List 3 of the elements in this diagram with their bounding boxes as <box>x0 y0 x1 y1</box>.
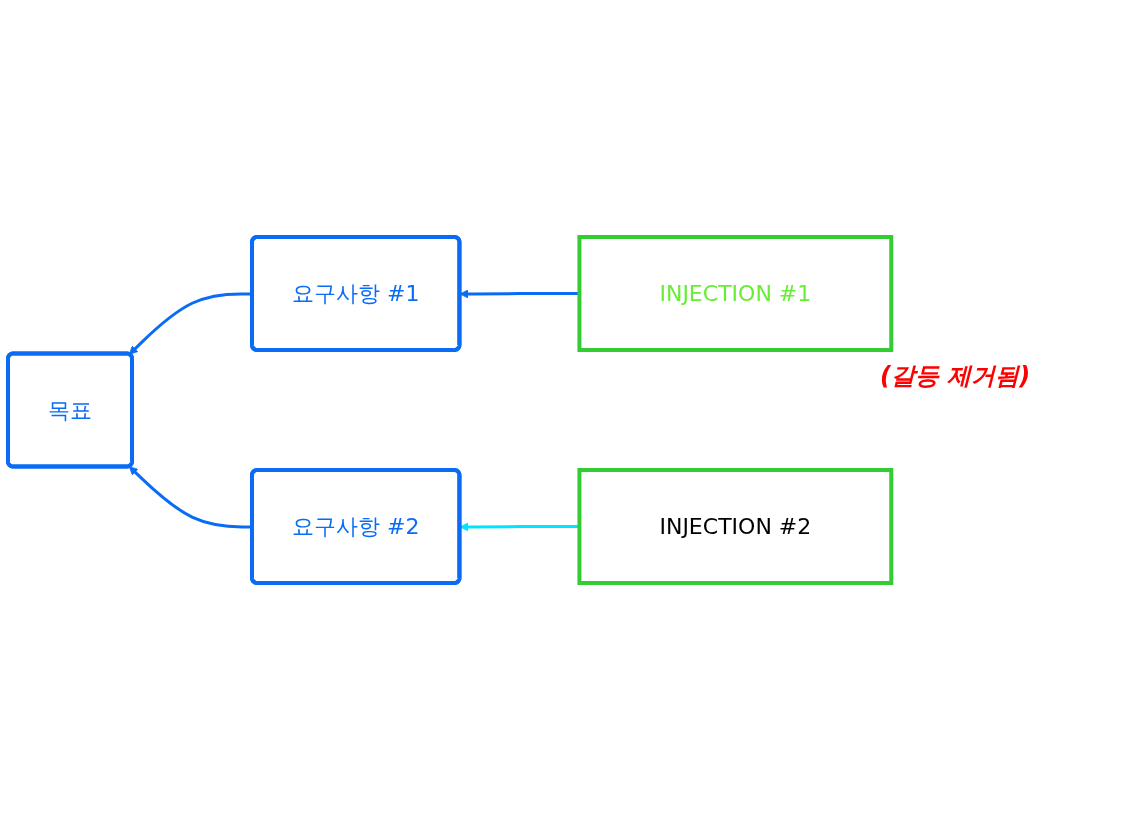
note-text: (갈등 제거됨) <box>880 361 1031 392</box>
node-box: INJECTION #2 <box>577 467 894 585</box>
node-box: INJECTION #1 <box>577 234 894 352</box>
